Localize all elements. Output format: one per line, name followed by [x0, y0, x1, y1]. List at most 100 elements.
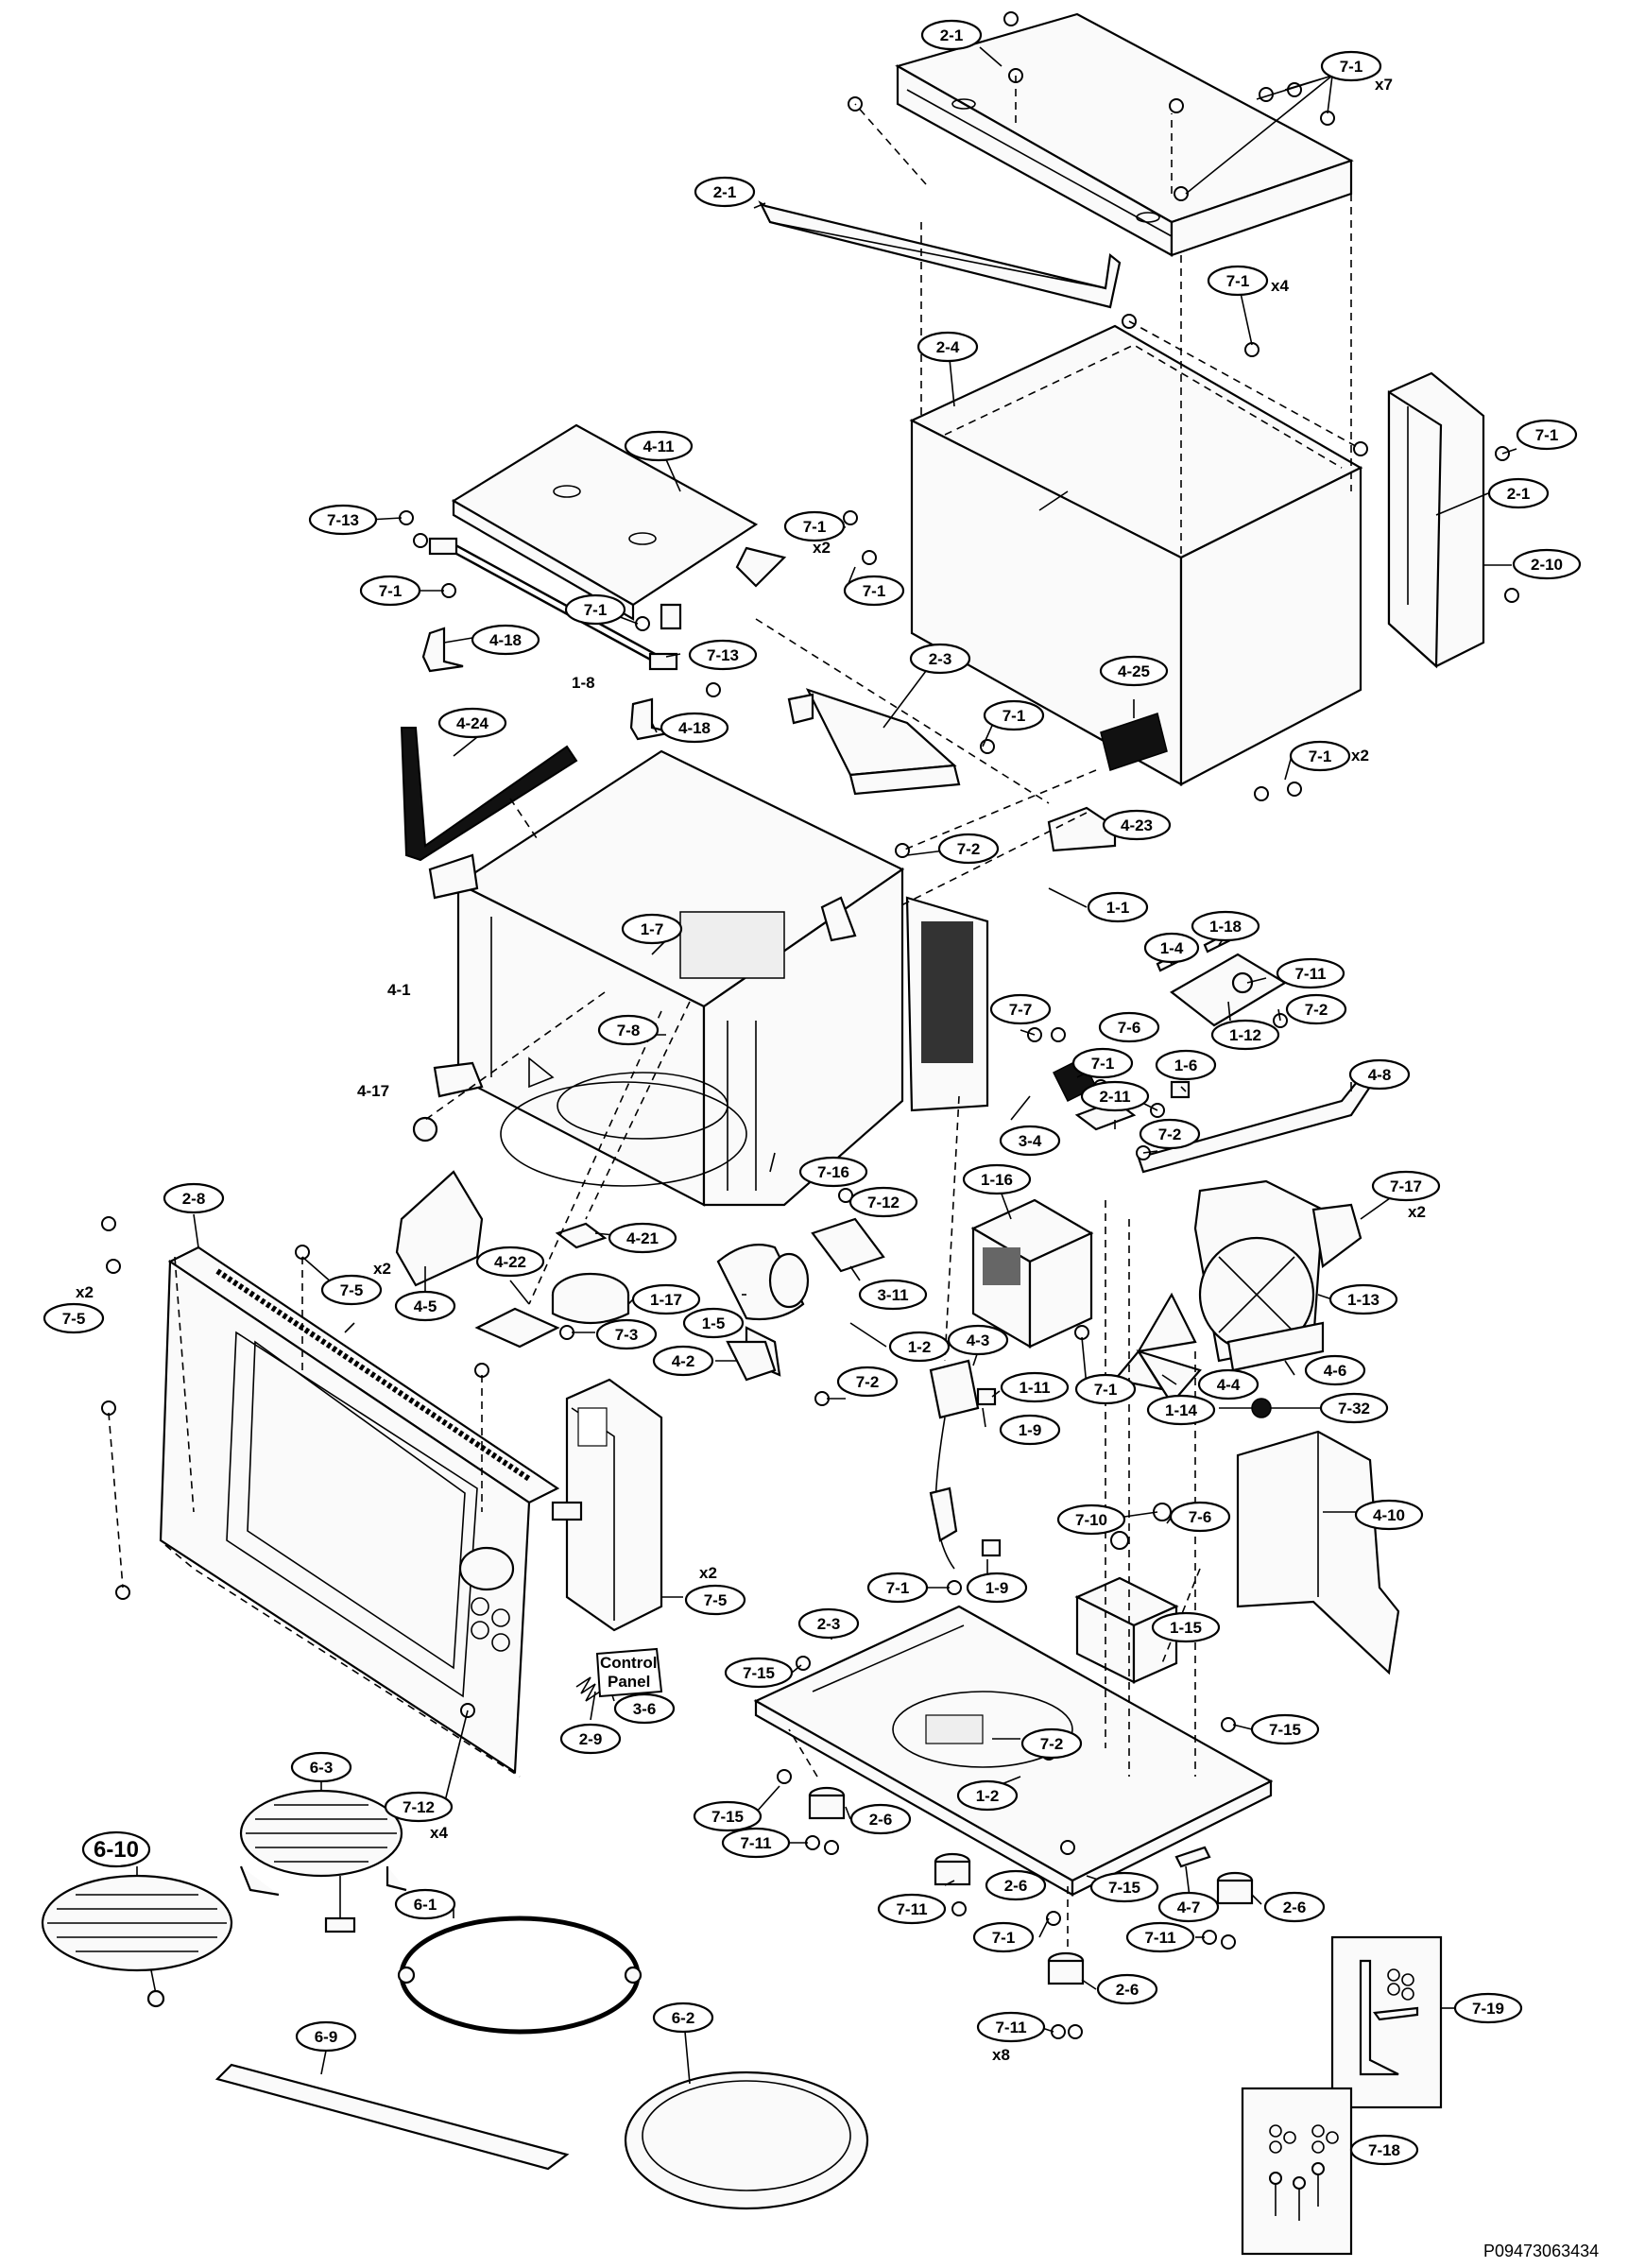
svg-text:7-1: 7-1	[1340, 58, 1363, 76]
svg-text:7-1: 7-1	[584, 601, 608, 619]
svg-text:4-5: 4-5	[414, 1297, 437, 1315]
callout-7-13: 7-13	[688, 639, 758, 671]
callout-7-15: 7-15	[693, 1800, 763, 1832]
quantity-label: x4	[430, 1824, 448, 1842]
screw-kit-7-19	[1330, 1935, 1443, 2109]
callout-3-4: 3-4	[999, 1125, 1061, 1157]
callout-2-3: 2-3	[797, 1607, 860, 1640]
screw-kit-7-18	[1241, 2087, 1353, 2256]
svg-text:6-9: 6-9	[315, 2028, 338, 2046]
svg-text:7-5: 7-5	[340, 1281, 364, 1299]
interlock-switch	[1170, 1080, 1191, 1099]
svg-text:7-2: 7-2	[957, 840, 981, 858]
svg-text:7-18: 7-18	[1368, 2141, 1400, 2159]
svg-text:1-18: 1-18	[1209, 918, 1242, 936]
callout-7-3: 7-3	[595, 1318, 658, 1350]
svg-text:1-2: 1-2	[976, 1787, 1000, 1805]
callout-7-11: 7-11	[721, 1827, 791, 1859]
svg-text:4-10: 4-10	[1373, 1506, 1405, 1524]
svg-text:1-6: 1-6	[1174, 1057, 1198, 1074]
svg-text:3-11: 3-11	[877, 1286, 908, 1304]
part-label-4-1: 4-1	[387, 981, 411, 999]
svg-text:2-10: 2-10	[1531, 556, 1563, 574]
sponge-block	[1100, 713, 1168, 771]
callout-2-1: 2-1	[1487, 477, 1550, 509]
svg-text:1-9: 1-9	[985, 1579, 1009, 1597]
air-duct	[787, 688, 961, 796]
callout-6-9: 6-9	[295, 2020, 357, 2053]
svg-text:7-15: 7-15	[1269, 1721, 1301, 1739]
callout-6-2: 6-2	[652, 2002, 714, 2034]
svg-text:7-32: 7-32	[1338, 1400, 1370, 1418]
svg-text:3-4: 3-4	[1019, 1132, 1042, 1150]
door-spring	[575, 1676, 601, 1702]
turntable-motor	[551, 1272, 630, 1325]
svg-text:2-1: 2-1	[940, 26, 964, 44]
callout-7-17: 7-17	[1371, 1170, 1441, 1202]
callout-4-10: 4-10	[1354, 1499, 1424, 1531]
callout-1-11: 1-11	[1000, 1371, 1070, 1403]
callout-1-17: 1-17	[631, 1283, 701, 1315]
callout-1-2: 1-2	[956, 1779, 1019, 1812]
callout-1-9: 1-9	[966, 1572, 1028, 1604]
callout-1-9: 1-9	[999, 1414, 1061, 1446]
svg-text:7-1: 7-1	[992, 1929, 1016, 1947]
callout-2-4: 2-4	[917, 331, 979, 363]
callout-2-1: 2-1	[920, 19, 983, 51]
svg-text:7-8: 7-8	[617, 1022, 641, 1040]
svg-text:7-1: 7-1	[803, 518, 827, 536]
heater-tube	[428, 537, 678, 671]
wire-harness	[929, 1387, 1002, 1570]
svg-text:7-5: 7-5	[62, 1310, 86, 1328]
svg-text:4-21: 4-21	[626, 1229, 659, 1247]
part-label-1-8: 1-8	[572, 674, 595, 692]
callout-6-1: 6-1	[394, 1888, 456, 1920]
motor-bracket	[1226, 1321, 1325, 1372]
svg-text:2-3: 2-3	[817, 1615, 841, 1633]
svg-text:Control: Control	[600, 1654, 657, 1672]
callout-4-23: 4-23	[1102, 809, 1172, 841]
svg-text:3-6: 3-6	[633, 1700, 657, 1718]
callout-7-18: 7-18	[1349, 2134, 1419, 2166]
motor-cover-pad	[474, 1307, 560, 1349]
fuse-holder	[929, 1359, 980, 1419]
plain-labels: x7 x4 x2 x2 x2 x2 x2 x2 x4 x8 1-8 4-1 4-…	[76, 76, 1599, 2260]
callout-7-1: 7-1	[1516, 419, 1578, 451]
svg-text:Panel: Panel	[608, 1673, 650, 1691]
callout-4-22: 4-22	[475, 1246, 545, 1278]
case-bracket-strip	[758, 200, 1122, 309]
svg-text:7-1: 7-1	[886, 1579, 910, 1597]
callout-1-12: 1-12	[1210, 1019, 1280, 1051]
callout-6-10: 6-10	[81, 1830, 151, 1868]
svg-text:7-1: 7-1	[1003, 707, 1026, 725]
svg-text:7-19: 7-19	[1472, 2000, 1504, 2018]
callout-7-15: 7-15	[1250, 1713, 1320, 1745]
svg-text:7-1: 7-1	[863, 582, 886, 600]
svg-text:1-14: 1-14	[1165, 1401, 1198, 1419]
callout-2-6: 2-6	[985, 1869, 1047, 1901]
svg-text:4-24: 4-24	[456, 714, 489, 732]
svg-text:7-15: 7-15	[711, 1808, 744, 1826]
rear-cover	[1236, 1430, 1400, 1675]
svg-text:2-9: 2-9	[579, 1730, 603, 1748]
callout-7-15: 7-15	[1089, 1871, 1159, 1903]
callout-3-6: 3-6	[613, 1692, 676, 1725]
svg-text:1-15: 1-15	[1170, 1619, 1202, 1637]
callout-1-1: 1-1	[1087, 891, 1149, 923]
turntable-roller-ring	[397, 1916, 643, 2035]
callout-2-8: 2-8	[163, 1182, 225, 1214]
callout-7-1: 7-1	[843, 575, 905, 607]
callout-7-2: 7-2	[937, 833, 1000, 865]
callout-7-1: 7-1	[359, 575, 421, 607]
turntable-coupling	[555, 1222, 608, 1249]
callout-1-14: 1-14	[1146, 1394, 1216, 1426]
svg-text:7-1: 7-1	[1094, 1381, 1118, 1399]
svg-text:7-11: 7-11	[896, 1900, 927, 1918]
high-voltage-transformer	[970, 1198, 1094, 1349]
svg-text:7-5: 7-5	[704, 1591, 728, 1609]
callout-7-5: 7-5	[320, 1274, 383, 1306]
svg-text:7-15: 7-15	[743, 1664, 775, 1682]
svg-text:7-2: 7-2	[1305, 1001, 1328, 1019]
svg-text:1-7: 1-7	[641, 920, 664, 938]
